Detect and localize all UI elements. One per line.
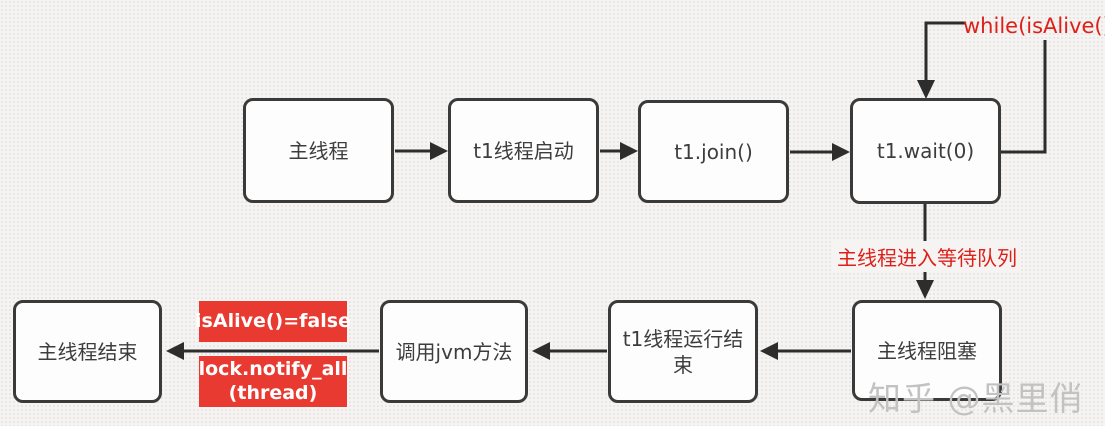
isalive-false-badge-label: isAlive()=false	[195, 309, 351, 332]
arrow-jvm-to-end	[166, 342, 379, 360]
lock-notify-all-badge-label: lock.notify_all (thread)	[198, 357, 348, 404]
node-main-thread-end: 主线程结束	[13, 300, 162, 403]
node-t1-wait-label: t1.wait(0)	[876, 139, 975, 163]
node-t1-thread-run-end-label: t1线程运行结束	[622, 326, 744, 377]
node-call-jvm-method: 调用jvm方法	[380, 300, 528, 403]
loop-condition-label: while(isAlive())	[963, 14, 1105, 38]
arrow-start-to-join	[600, 142, 638, 160]
wait-queue-label: 主线程进入等待队列	[833, 241, 1021, 272]
node-t1-wait: t1.wait(0)	[850, 98, 1001, 204]
arrow-wait-loop	[917, 21, 1047, 154]
node-main-thread-label: 主线程	[288, 138, 349, 163]
node-main-thread-blocked: 主线程阻塞	[852, 300, 1002, 401]
lock-notify-all-badge: lock.notify_all (thread)	[199, 356, 347, 407]
node-main-thread-blocked-label: 主线程阻塞	[877, 338, 977, 363]
node-t1-join-label: t1.join()	[674, 139, 753, 164]
arrow-main-to-start	[395, 142, 448, 160]
node-t1-thread-start: t1线程启动	[448, 98, 599, 203]
arrow-join-to-wait	[790, 143, 850, 161]
node-t1-thread-run-end: t1线程运行结束	[608, 300, 758, 403]
node-t1-join: t1.join()	[638, 100, 789, 203]
node-main-thread: 主线程	[243, 98, 394, 203]
arrow-runend-to-jvm	[532, 342, 607, 360]
arrow-blocked-to-runend	[760, 342, 851, 360]
node-t1-thread-start-label: t1线程启动	[473, 138, 574, 163]
node-main-thread-end-label: 主线程结束	[37, 339, 138, 364]
watermark-zhihu: 知乎 @黑里俏	[868, 379, 1084, 418]
isalive-false-badge: isAlive()=false	[195, 301, 351, 342]
node-call-jvm-method-label: 调用jvm方法	[395, 339, 513, 364]
